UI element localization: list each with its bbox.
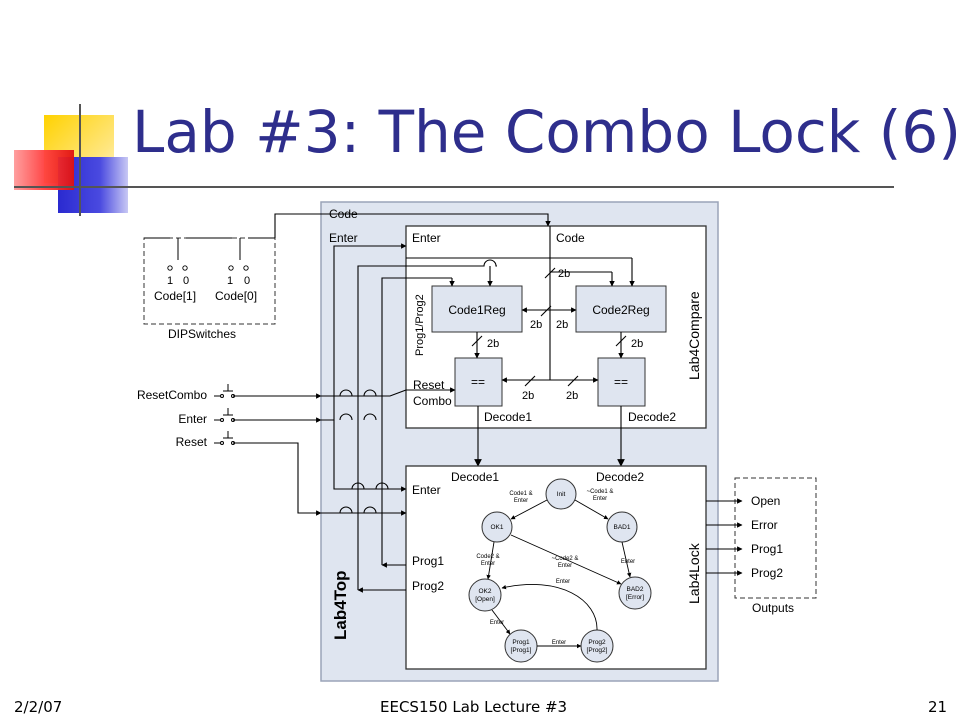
- input-enter-label: Enter: [178, 412, 207, 426]
- dip-num-4: 0: [244, 275, 250, 287]
- comparator1-label: ==: [471, 375, 485, 389]
- pushbutton-symbols: [214, 384, 235, 445]
- t-ok2-enter: Enter: [490, 620, 504, 626]
- compare-reset-label: Reset: [413, 378, 445, 392]
- state-prog2-label-b: [Prog2]: [587, 647, 608, 654]
- fsm-transition-labels: Code1 & Enter ~Code1 & Enter Code2 & Ent…: [476, 489, 635, 646]
- t-prog-enter: Enter: [552, 640, 566, 646]
- lock-prog1-label: Prog1: [412, 554, 444, 568]
- state-ok1: [481, 511, 513, 543]
- state-prog1-label-a: Prog1: [512, 639, 530, 646]
- compare-decode2-label: Decode2: [628, 410, 676, 424]
- footer-date: 2/2/07: [14, 698, 63, 716]
- state-bad2: [618, 576, 652, 610]
- output-labels: Open Error Prog1 Prog2: [751, 494, 783, 580]
- lab4compare-label: Lab4Compare: [686, 291, 702, 380]
- input-reset-label: Reset: [176, 435, 208, 449]
- dip-switch-lines: [177, 238, 241, 260]
- outputs-label: Outputs: [752, 601, 794, 615]
- footer-center: EECS150 Lab Lecture #3: [380, 698, 568, 716]
- t-code2-b: Enter: [481, 561, 495, 567]
- bus-width-labels: 2b 2b 2b 2b 2b 2b 2b: [487, 268, 643, 402]
- outputs-box: [734, 477, 817, 599]
- t-bad1-enter: Enter: [621, 559, 635, 565]
- fsm-transitions: [486, 499, 632, 649]
- page-number: 21: [928, 698, 948, 716]
- state-bad2-label-b: [Error]: [626, 594, 644, 601]
- bus-width-code-cmp2: 2b: [566, 390, 578, 402]
- compare-enter-label: Enter: [412, 231, 441, 245]
- slide-title: Lab #3: The Combo Lock (6): [132, 98, 960, 166]
- output-prog1: Prog1: [751, 542, 783, 556]
- compare-prog-label: Prog1/Prog2: [414, 294, 426, 356]
- state-ok2-label-a: OK2: [478, 588, 491, 595]
- bus-width-cmp1: 2b: [487, 338, 499, 350]
- lock-prog2-label: Prog2: [412, 579, 444, 593]
- t-code2-a: Code2 &: [476, 554, 499, 560]
- dip-num-1: 1: [167, 275, 173, 287]
- top-enter-label: Enter: [329, 231, 358, 245]
- dip-num-2: 0: [183, 275, 189, 287]
- t-ncode1-b: Enter: [593, 496, 607, 502]
- lock-enter-label: Enter: [412, 483, 441, 497]
- input-resetcombo-label: ResetCombo: [137, 388, 207, 402]
- compare-combo-label: Combo: [413, 394, 452, 408]
- compare-code-label: Code: [556, 231, 585, 245]
- state-ok2: [468, 578, 502, 612]
- output-prog2: Prog2: [751, 566, 783, 580]
- bus-width-reg2: 2b: [556, 319, 568, 331]
- state-ok2-label-b: [Open]: [475, 596, 495, 603]
- bus-width-cmp2: 2b: [631, 338, 643, 350]
- state-prog2-label-a: Prog2: [588, 639, 606, 646]
- state-prog1: [504, 629, 538, 663]
- lock-decode2-label: Decode2: [596, 470, 644, 484]
- bus-width-reg1: 2b: [530, 319, 542, 331]
- output-arrows: [706, 498, 743, 576]
- dip-code0-label: Code[0]: [215, 289, 257, 303]
- dip-switch-contacts: [167, 265, 249, 271]
- bus-width-code-cmp1: 2b: [522, 390, 534, 402]
- state-init-label: Init: [557, 491, 566, 498]
- fsm-state-labels: Init OK1 BAD1 OK2 [Open] BAD2 [Error] Pr…: [475, 491, 644, 654]
- output-error: Error: [751, 518, 778, 532]
- state-ok1-label: OK1: [490, 524, 503, 531]
- t-ncode2-b: Enter: [558, 563, 572, 569]
- state-init: [545, 478, 577, 510]
- state-bad1-label: BAD1: [614, 524, 631, 531]
- t-ncode2-a: ~Code2 &: [552, 556, 579, 562]
- t-code1-b: Enter: [514, 498, 528, 504]
- comparator1-box: [454, 357, 503, 407]
- external-wiring: [144, 213, 551, 593]
- vertical-rule-deco: [79, 104, 81, 216]
- t-enter-top: Enter: [556, 579, 570, 585]
- fsm-states: [468, 478, 652, 663]
- output-open: Open: [751, 494, 780, 508]
- state-prog2: [580, 629, 614, 663]
- comparator2-label: ==: [614, 375, 628, 389]
- lab4top-label: Lab4Top: [331, 570, 350, 640]
- code1reg-label: Code1Reg: [448, 303, 505, 317]
- compare-decode1-label: Decode1: [484, 410, 532, 424]
- dip-switch-numbers: 1 0 1 0: [167, 275, 250, 287]
- t-ncode1-a: ~Code1 &: [587, 489, 614, 495]
- compare-wiring: [406, 226, 635, 467]
- code2reg-box: [575, 285, 667, 333]
- t-code1-a: Code1 &: [509, 491, 532, 497]
- title-underline: [14, 186, 894, 188]
- dipswitches-label: DIPSwitches: [168, 327, 236, 341]
- dip-num-3: 1: [227, 275, 233, 287]
- lab4lock-label: Lab4Lock: [686, 542, 702, 604]
- red-square-deco: [14, 150, 74, 190]
- dipswitches-box: [143, 237, 276, 325]
- state-bad2-label-a: BAD2: [627, 586, 644, 593]
- lock-decode1-label: Decode1: [451, 470, 499, 484]
- dip-code1-label: Code[1]: [154, 289, 196, 303]
- bus-width-code: 2b: [558, 268, 570, 280]
- state-prog1-label-b: [Prog1]: [511, 647, 532, 654]
- code2reg-label: Code2Reg: [592, 303, 649, 317]
